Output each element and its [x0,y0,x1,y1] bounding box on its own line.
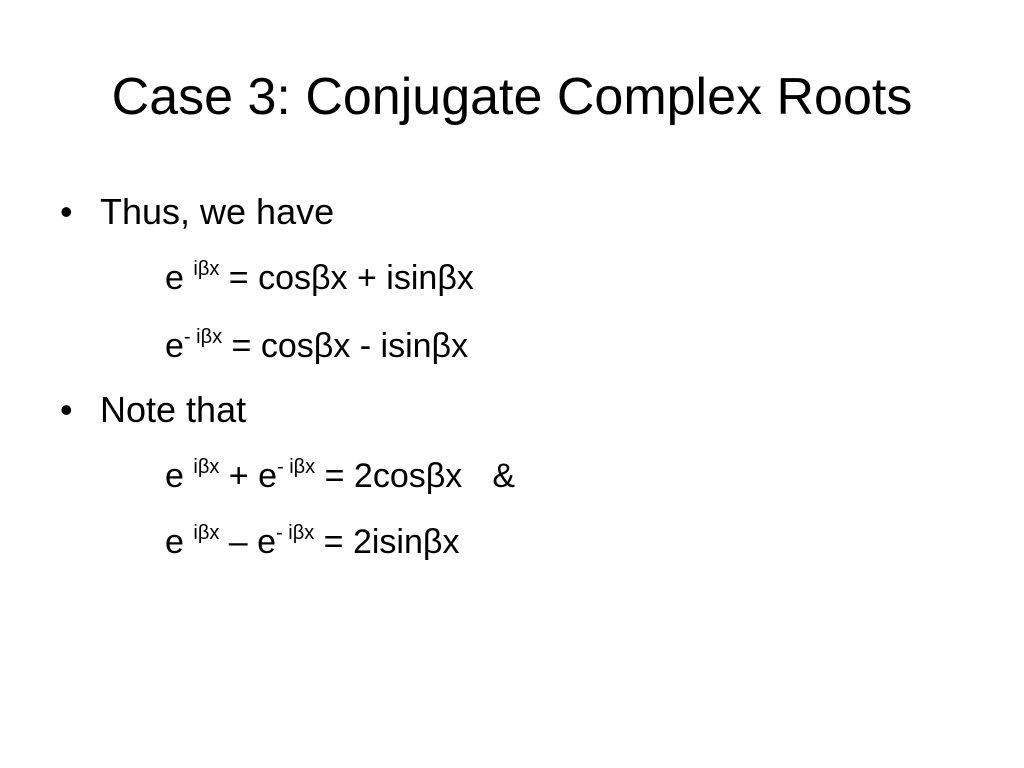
eq-exponent: - iβx [183,325,223,348]
bullet-item-note: • Note that [60,388,246,432]
eq-base: e [165,523,184,561]
eq-rhs: = cosβx - isinβx [231,327,469,365]
equation-sum: e iβx + e- iβx = 2cosβx& [165,454,515,498]
equation-euler-positive: e iβx = cosβx + isinβx [165,256,474,300]
slide-title: Case 3: Conjugate Complex Roots [111,68,913,126]
eq-operator: – e [228,523,277,561]
bullet-text: Note that [100,389,247,430]
eq-base: e [165,259,184,297]
bullet-text: Thus, we have [100,191,335,232]
eq-ampersand: & [492,457,515,495]
equation-difference: e iβx – e- iβx = 2isinβx [165,520,459,564]
bullet-item-thus: • Thus, we have [60,190,334,234]
bullet-marker: • [60,389,73,430]
eq-exponent: - iβx [276,521,315,544]
eq-rhs: = 2isinβx [323,523,460,561]
eq-operator: + e [228,457,277,495]
eq-exponent: iβx [193,521,220,544]
eq-exponent: iβx [193,257,220,280]
eq-exponent: iβx [193,455,220,478]
eq-rhs: = cosβx + isinβx [228,259,474,297]
bullet-marker: • [60,191,73,232]
eq-exponent: - iβx [277,455,316,478]
eq-base: e [165,327,184,365]
equation-euler-negative: e- iβx = cosβx - isinβx [165,324,468,368]
eq-base: e [165,457,184,495]
eq-rhs: = 2cosβx [324,457,463,495]
